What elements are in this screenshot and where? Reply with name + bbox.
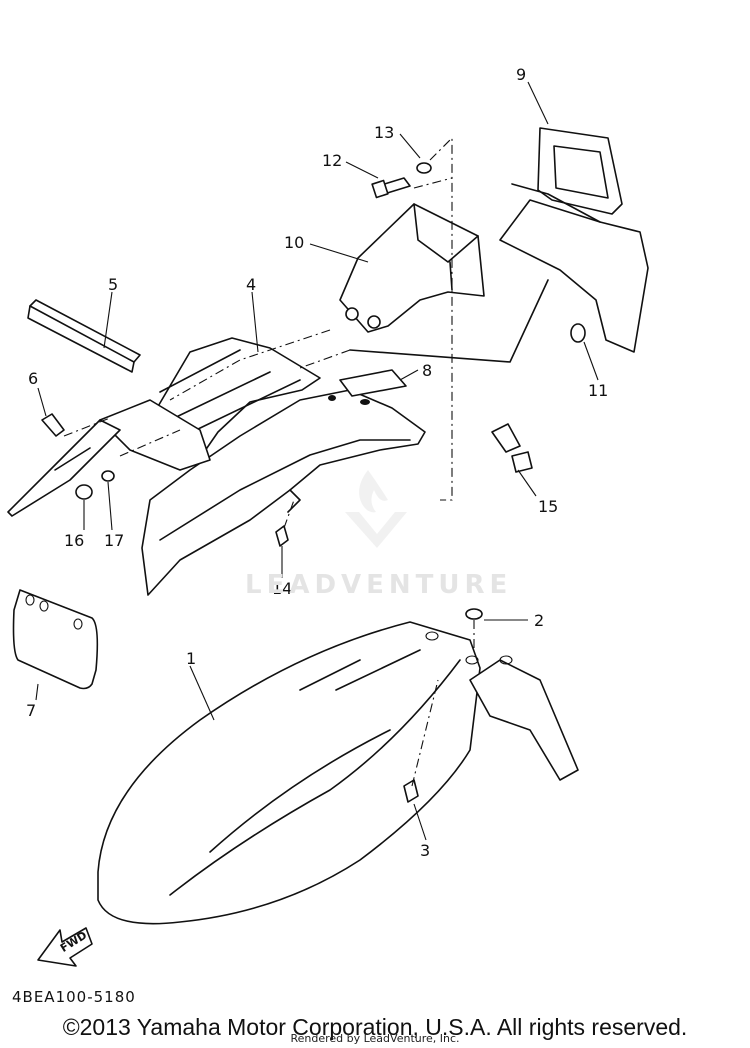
callout-15: 15 bbox=[538, 497, 558, 516]
part-7-number-plate bbox=[12, 589, 99, 690]
hardware-bolts bbox=[41, 162, 533, 803]
callout-7: 7 bbox=[26, 701, 36, 720]
leader-lines bbox=[35, 81, 599, 841]
callout-6: 6 bbox=[28, 369, 38, 388]
assembly-lines bbox=[63, 136, 549, 787]
callout-17: 17 bbox=[104, 531, 124, 550]
leadventure-logo-watermark bbox=[345, 470, 407, 548]
part-5-pad bbox=[27, 299, 141, 373]
part-10-bracket bbox=[339, 203, 485, 333]
diagram-code: 4BEA100-5180 bbox=[12, 988, 136, 1006]
render-credit: Rendered by LeadVenture, Inc. bbox=[290, 1032, 460, 1045]
callout-4: 4 bbox=[246, 275, 256, 294]
copyright-notice: ©2013 Yamaha Motor Corporation, U.S.A. A… bbox=[62, 1014, 688, 1040]
fwd-arrow-icon: FWD bbox=[37, 927, 93, 967]
callout-9: 9 bbox=[516, 65, 526, 84]
part-8-decal bbox=[339, 369, 407, 397]
part-1-front-fender bbox=[97, 621, 579, 925]
callout-2: 2 bbox=[534, 611, 544, 630]
callout-10: 10 bbox=[284, 233, 304, 252]
watermark-text: LEADVENTURE bbox=[245, 570, 513, 600]
callout-13: 13 bbox=[374, 123, 394, 142]
part-4-rear-fender bbox=[7, 337, 426, 596]
part-9-plate-bracket bbox=[499, 127, 649, 353]
callout-1: 1 bbox=[186, 649, 196, 668]
callout-5: 5 bbox=[108, 275, 118, 294]
callout-labels: 1 2 3 4 5 6 7 8 9 10 11 12 13 14 15 16 1… bbox=[26, 65, 608, 860]
callout-14: 14 bbox=[272, 579, 292, 598]
callout-8: 8 bbox=[422, 361, 432, 380]
callout-11: 11 bbox=[588, 381, 608, 400]
callout-3: 3 bbox=[420, 841, 430, 860]
callout-12: 12 bbox=[322, 151, 342, 170]
callout-16: 16 bbox=[64, 531, 84, 550]
